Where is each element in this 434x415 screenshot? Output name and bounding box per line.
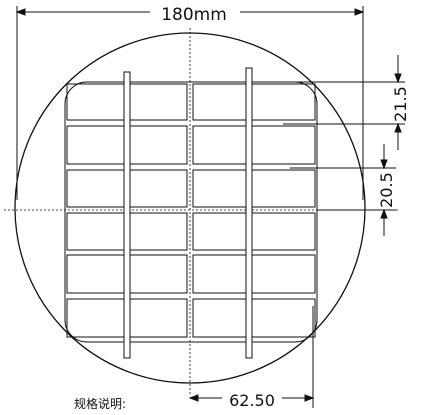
right-cell-column bbox=[192, 83, 316, 338]
gap-dimension bbox=[290, 144, 396, 236]
gap-label: 20.5 bbox=[377, 172, 396, 208]
cell-height-label: 21.5 bbox=[391, 86, 410, 122]
busbar-left bbox=[123, 71, 131, 359]
diameter-label: 180mm bbox=[161, 5, 227, 25]
diameter-label-bg bbox=[150, 2, 240, 22]
cell bbox=[192, 298, 316, 338]
cell bbox=[192, 254, 316, 294]
cell-height-dimension bbox=[280, 55, 405, 150]
busbar-right bbox=[245, 67, 253, 359]
cell bbox=[192, 169, 316, 208]
cell bbox=[192, 212, 316, 251]
cell bbox=[192, 83, 316, 121]
half-width-label-bg bbox=[222, 390, 282, 410]
diameter-dimension bbox=[15, 6, 365, 200]
spec-caption: 规格说明: bbox=[74, 396, 126, 411]
half-width-label: 62.50 bbox=[229, 391, 275, 410]
cell bbox=[192, 125, 316, 165]
cell-frame bbox=[64, 81, 318, 343]
